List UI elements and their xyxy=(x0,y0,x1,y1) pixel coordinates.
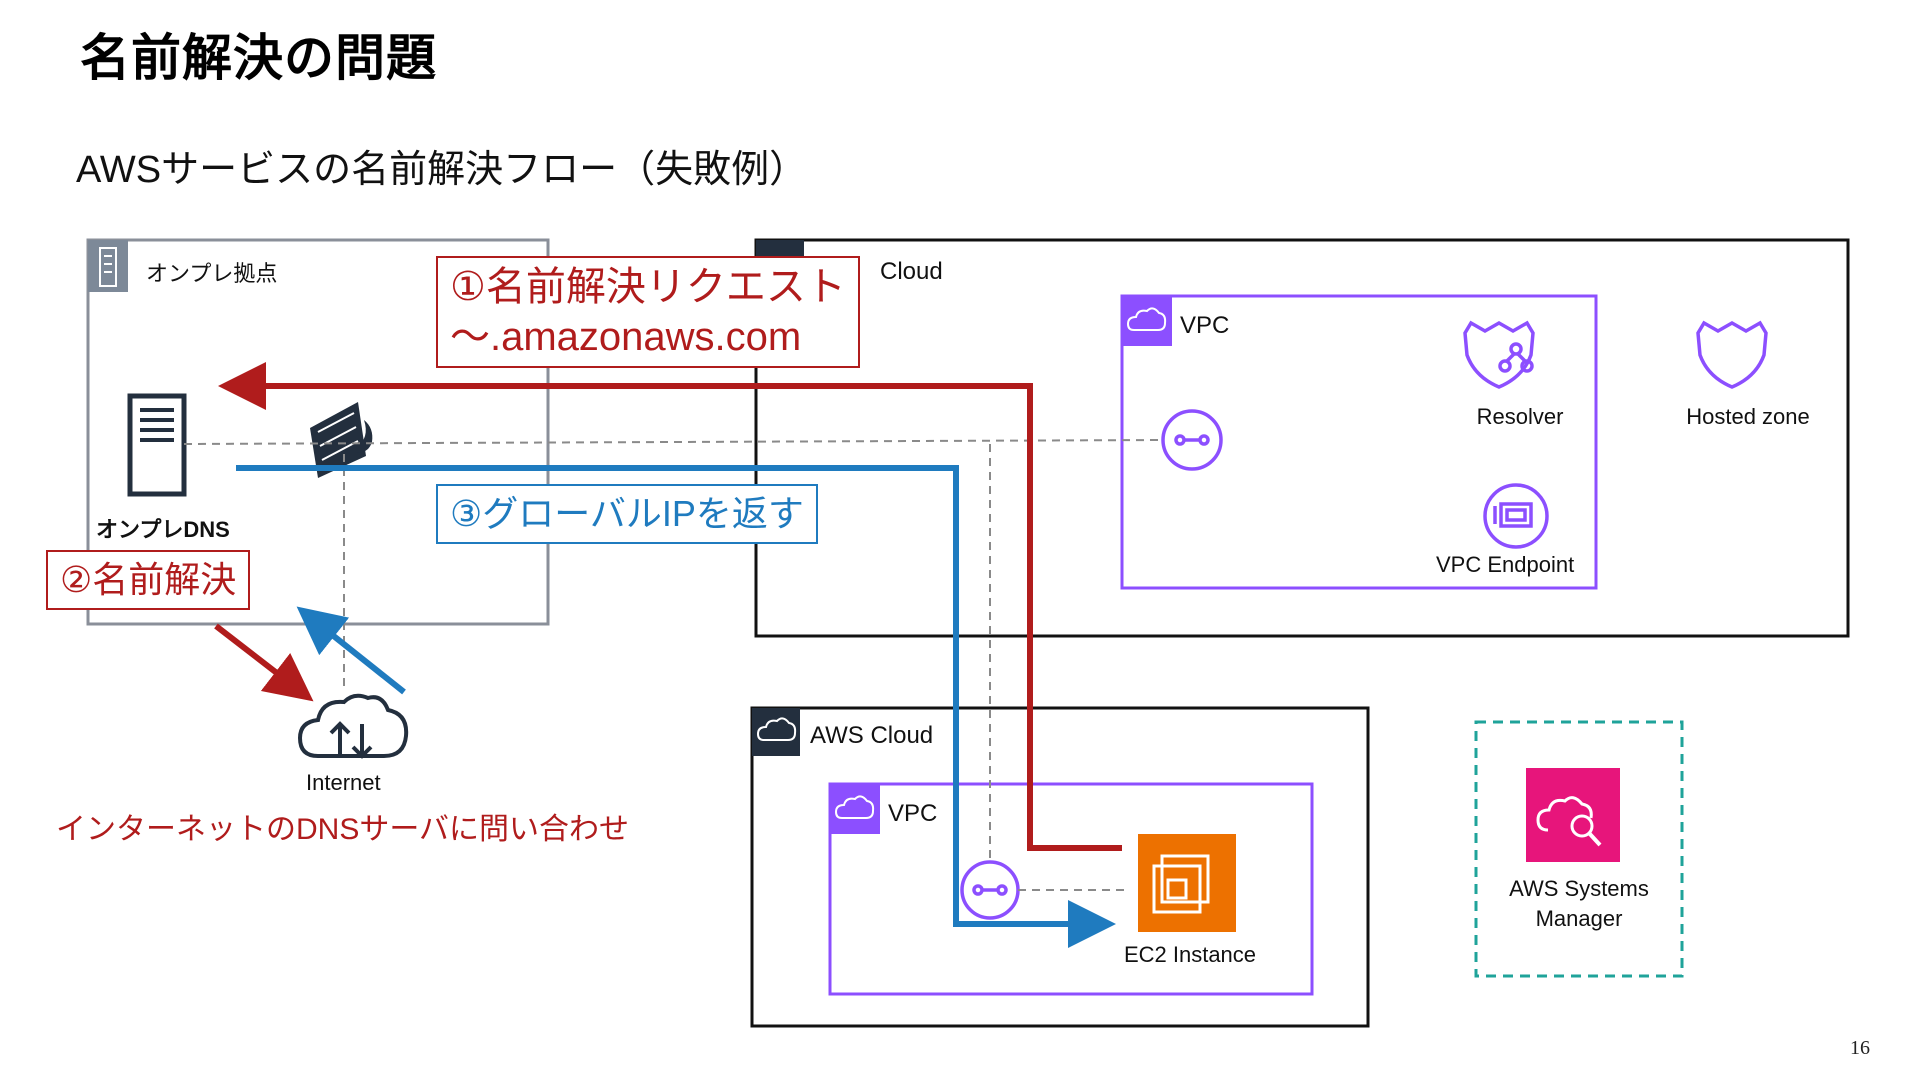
ssm-box xyxy=(1474,720,1684,978)
vpc-bottom-box xyxy=(828,782,1314,996)
vpc-top-label: VPC xyxy=(1180,312,1230,339)
cloud-top-box xyxy=(754,238,1850,638)
internet-label: Internet xyxy=(306,770,381,795)
vpc-endpoint-icon xyxy=(1483,483,1549,549)
request-flow-arrow xyxy=(218,362,1122,851)
page-title: 名前解決の問題 xyxy=(80,30,437,86)
step3-callout: ③グローバルIPを返す xyxy=(436,484,818,544)
hosted-zone-icon xyxy=(1696,320,1768,389)
internet-cloud-icon xyxy=(297,693,409,759)
internet-dns-note: インターネットのDNSサーバに問い合わせ xyxy=(56,813,630,846)
step1-callout-line2: ～.amazonaws.com xyxy=(450,315,802,359)
ec2-instance-icon xyxy=(1138,834,1236,932)
step2-callout: ②名前解決 xyxy=(46,550,251,610)
onprem-dns-label: オンプレDNS xyxy=(96,517,230,542)
global-ip-flow-arrow xyxy=(236,465,1116,948)
ssm-icon xyxy=(1526,768,1620,862)
cloud-bottom-label: AWS Cloud xyxy=(810,722,934,749)
cloud-top-label: Cloud xyxy=(880,258,943,285)
vpc-bottom-label: VPC xyxy=(888,800,938,827)
cloud-bottom-icon xyxy=(752,708,800,756)
resolve-to-internet-arrow xyxy=(214,623,314,702)
hosted-zone-label: Hosted zone xyxy=(1686,404,1810,429)
ssm-label-line1: AWS Systems xyxy=(1509,876,1649,901)
endpoint-connector-top-icon xyxy=(1161,409,1223,471)
resolver-label: Resolver xyxy=(1476,404,1564,429)
server-icon xyxy=(127,393,187,497)
ssm-label-line2: Manager xyxy=(1535,906,1623,931)
cloud-bottom-box xyxy=(750,706,1370,1028)
step1-callout-line1: ①名前解決リクエスト xyxy=(450,265,846,309)
vpc-top-box xyxy=(1120,294,1598,590)
ssm-label: AWS Systems Manager xyxy=(1480,874,1678,934)
vpc-top-icon xyxy=(1122,296,1172,346)
page-subtitle: AWSサービスの名前解決フロー（失敗例） xyxy=(76,149,808,191)
vpc-bottom-icon xyxy=(830,784,880,834)
building-icon xyxy=(88,240,128,292)
vpc-endpoint-label: VPC Endpoint xyxy=(1436,552,1575,577)
endpoint-connector-bottom-icon xyxy=(960,860,1020,920)
ec2-instance-label: EC2 Instance xyxy=(1123,942,1257,967)
page-number: 16 xyxy=(1850,1037,1870,1059)
internet-return-arrow xyxy=(296,606,406,695)
step1-callout: ①名前解決リクエスト ～.amazonaws.com xyxy=(436,256,860,368)
resolver-icon xyxy=(1463,320,1535,389)
onprem-box-label: オンプレ拠点 xyxy=(146,261,278,286)
